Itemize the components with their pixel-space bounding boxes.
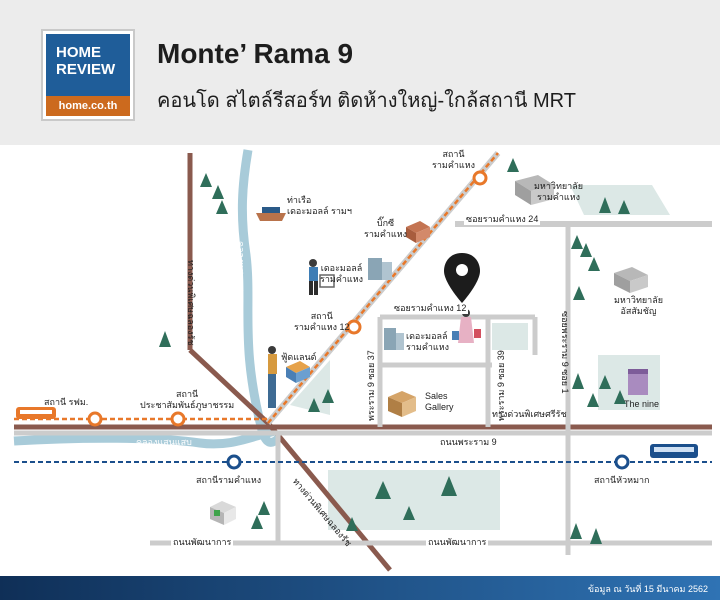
station-label-srt: สถานี รฟม.	[44, 397, 89, 407]
train-icon-blue	[650, 444, 698, 458]
station-marker-ramkhamhaeng12	[346, 319, 362, 335]
road-label-chalong-rat-vertical: ทางด่วนพิเศษฉลองรัช	[186, 260, 196, 346]
park-area-ramu	[570, 185, 670, 215]
station-label-pracha: สถานี ประชาสัมพันธ์ภูษาชรรม	[140, 389, 235, 410]
logo-line2: REVIEW	[56, 61, 116, 78]
building-mrt-icon	[210, 501, 236, 525]
shopper-woman-icon	[452, 309, 481, 343]
place-label-thenine: The nine	[624, 399, 660, 409]
map-canvas	[13, 149, 712, 572]
road-label-soi12: ซอยรามคำแหง 12	[392, 303, 469, 314]
station-marker-srt	[87, 411, 103, 427]
road-label-expressway-si-rat: ทางด่วนพิเศษศรีรัช	[492, 409, 567, 419]
place-label-pier: ท่าเรือ เดอะมอลล์ รามฯ	[287, 195, 352, 216]
road-label-phatthanakan-left: ถนนพัฒนาการ	[171, 537, 234, 548]
station-marker-mrt-huamak	[614, 454, 630, 470]
page-subtitle: คอนโด สไตล์รีสอร์ท ติดห้างใหญ่-ใกล้สถานี…	[157, 90, 576, 112]
station-marker-mrt-ramkhamhaeng	[226, 454, 242, 470]
station-label-ramkhamhaeng-top: สถานี รามคำแหง	[432, 149, 476, 170]
road-label-phatthanakan-right: ถนนพัฒนาการ	[426, 537, 489, 548]
station-label-ramkhamhaeng12: สถานี รามคำแหง 12	[294, 311, 350, 332]
station-label-mrt-huamak: สถานีหัวหมาก	[594, 475, 650, 485]
station-marker-pracha	[170, 411, 186, 427]
reading-woman-icon	[268, 346, 277, 408]
location-map[interactable]: สถานี รามคำแหง สถานี รามคำแหง 12 สถานี ร…	[0, 145, 720, 576]
header: HOME REVIEW home.co.th Monte’ Rama 9 คอน…	[0, 0, 720, 145]
shopper-person-icon	[309, 259, 335, 295]
building-foodland-icon	[286, 361, 310, 383]
building-sales-gallery-icon	[388, 391, 416, 417]
canal-horizontal	[13, 426, 277, 449]
road-label-rama9-soi1: ซอยพระราม 9 ซอย 1	[560, 311, 570, 394]
home-review-logo[interactable]: HOME REVIEW home.co.th	[41, 29, 135, 121]
park-area-south	[328, 470, 500, 530]
building-mall2-icon	[384, 328, 404, 350]
footer-date-note: ข้อมูล ณ วันที่ 15 มีนาคม 2562	[587, 584, 708, 594]
logo-url: home.co.th	[46, 96, 130, 116]
road-label-soi37: พระราม 9 ซอย 37	[366, 350, 376, 421]
station-label-mrt-ramkhamhaeng: สถานีรามคำแหง	[196, 475, 262, 485]
project-location-pin-icon	[444, 253, 480, 303]
boat-icon	[256, 207, 286, 221]
road-label-rama9: ถนนพระราม 9	[440, 437, 497, 447]
place-label-ramu: มหาวิทยาลัย รามคำแหง	[534, 181, 584, 202]
place-label-foodland: ฟู้ดแลนด์	[281, 352, 317, 362]
building-ramu-icon	[515, 175, 554, 205]
building-mall1-icon	[368, 258, 392, 280]
park-area-project	[492, 323, 528, 350]
place-label-abac: มหาวิทยาลัย อัสสัมชัญ	[614, 295, 664, 316]
logo-line1: HOME	[56, 44, 101, 61]
train-icon-orange	[16, 407, 56, 419]
road-label-soi39: พระราม 9 ซอย 39	[496, 350, 506, 421]
tree-icons	[159, 158, 630, 544]
place-label-bigc: บิ๊กซี รามคำแหง	[364, 218, 408, 239]
footer-bar: ข้อมูล ณ วันที่ 15 มีนาคม 2562	[0, 576, 720, 600]
page-title: Monte’ Rama 9	[157, 38, 354, 69]
logo-wordmark: HOME REVIEW	[46, 34, 130, 96]
building-abac-icon	[614, 267, 648, 293]
place-label-mall2: เดอะมอลล์ รามคำแหง	[406, 331, 450, 352]
expressway-chalong-rat-diag1	[188, 348, 270, 425]
canal-vertical	[237, 149, 284, 447]
place-label-sales-gallery: Sales Gallery	[425, 391, 454, 412]
canal-label-vertical: คลองแสนแสบ	[236, 241, 246, 297]
building-thenine-icon	[628, 369, 648, 395]
canal-label-horizontal: คลองแสนแสบ	[136, 437, 192, 447]
place-label-mall1: เดอะมอลล์ รามคำแหง	[320, 263, 364, 284]
park-area-expressway	[290, 360, 330, 415]
road-label-soi24: ซอยรามคำแหง 24	[464, 214, 541, 225]
building-bigc-icon	[406, 221, 430, 243]
station-marker-ramkhamhaeng-top	[472, 170, 488, 186]
